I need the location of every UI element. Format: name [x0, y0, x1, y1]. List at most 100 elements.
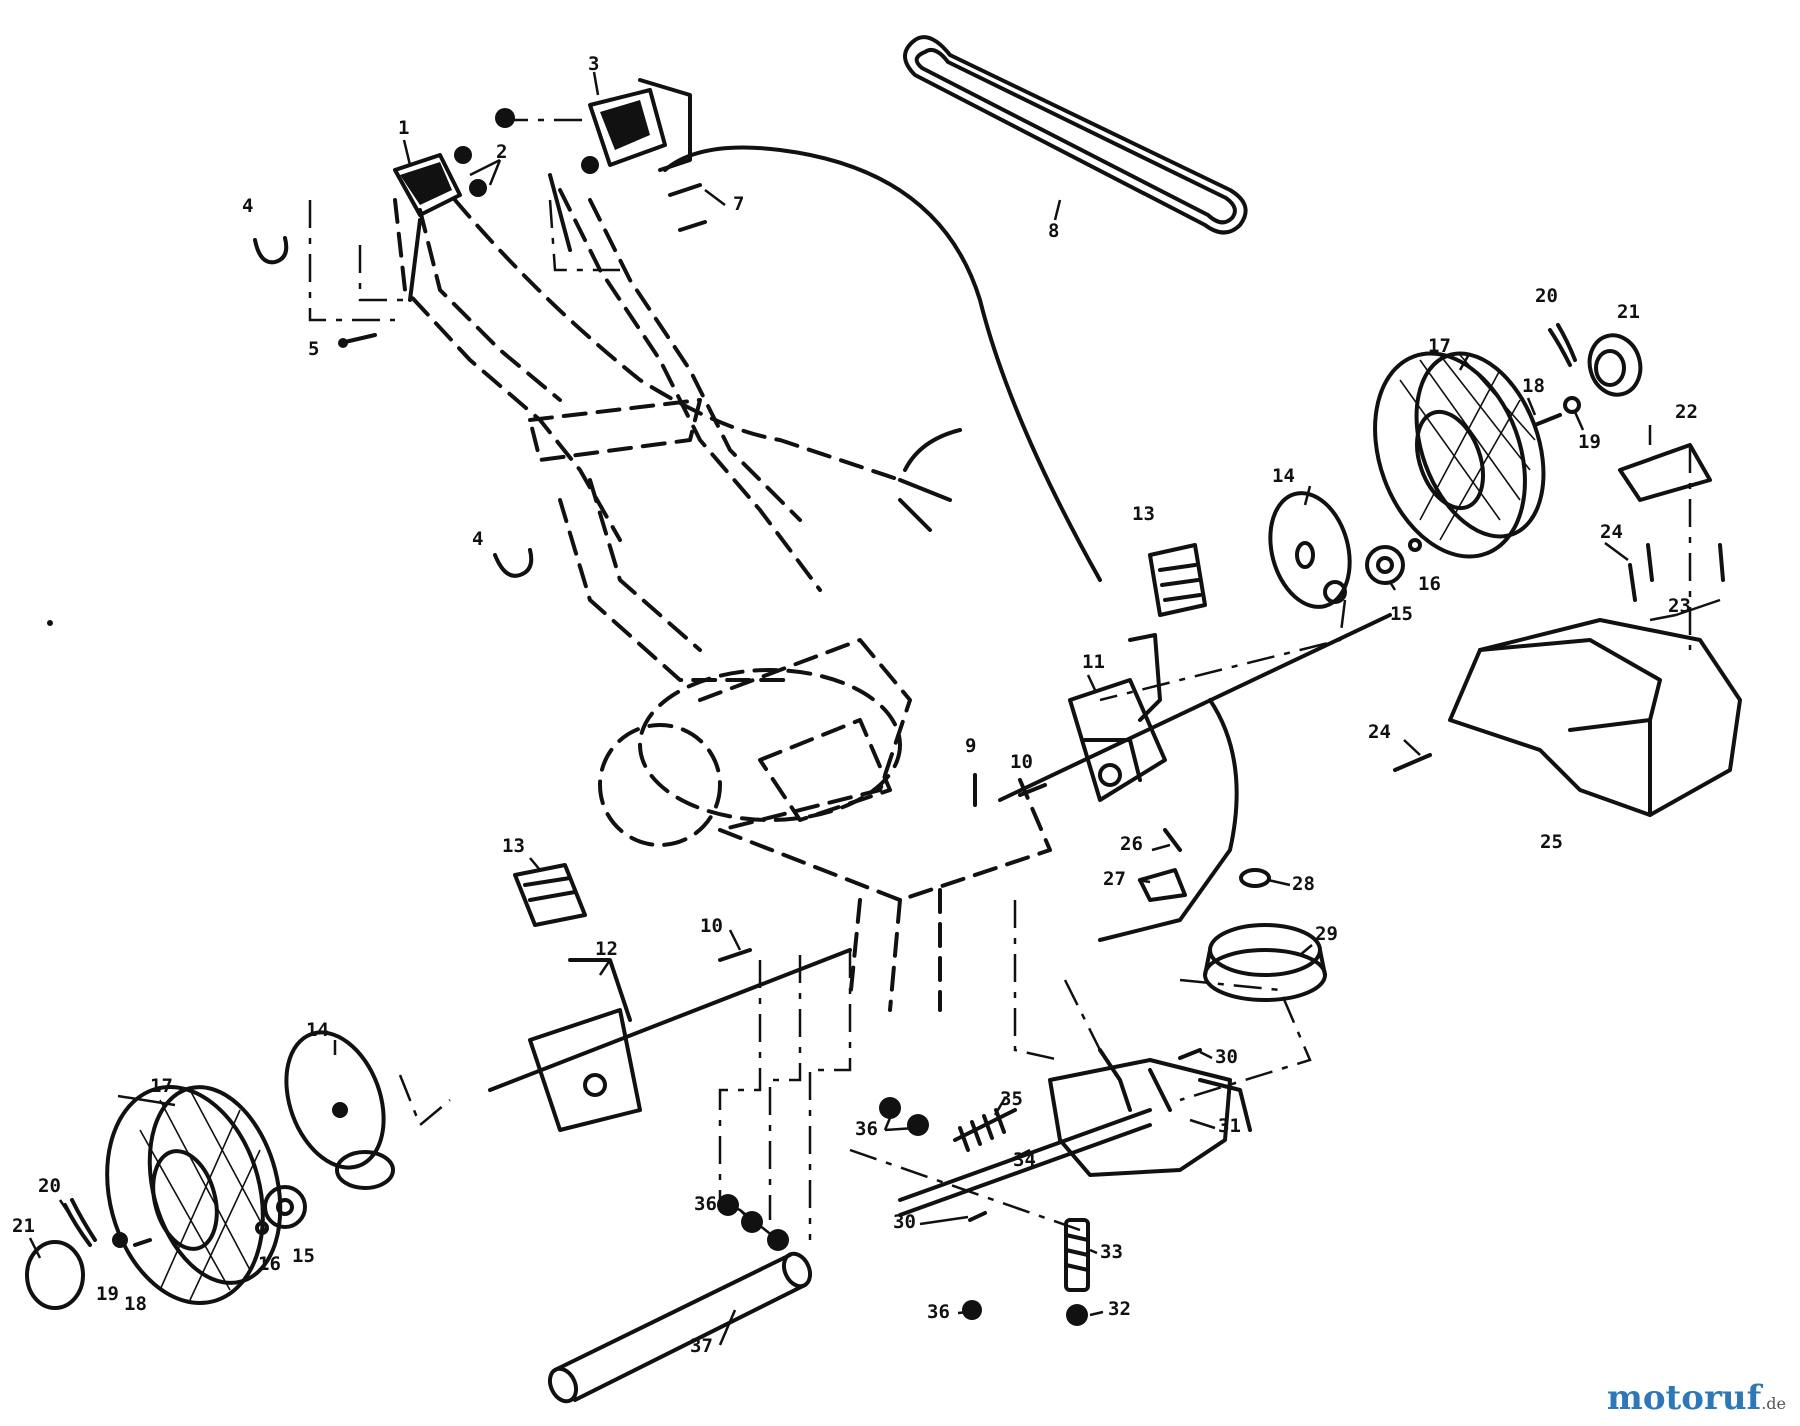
callout-3: 3 [588, 53, 599, 75]
wheel-left [105, 1084, 283, 1306]
callout-19b: 19 [96, 1283, 119, 1305]
callout-1: 1 [398, 117, 409, 139]
callout-7: 7 [733, 193, 744, 215]
stray-dot [47, 620, 53, 626]
washer-28 [1239, 868, 1271, 888]
front-axle [998, 613, 1392, 802]
pulley-29 [1203, 923, 1327, 1002]
callout-4a: 4 [242, 195, 253, 217]
callout-numbers: 1 2 3 4 4 5 7 8 9 10 10 11 12 13 13 14 1… [12, 53, 1698, 1357]
rear-axle [488, 948, 852, 1092]
callout-36a: 36 [855, 1118, 878, 1140]
callout-25: 25 [1540, 831, 1563, 853]
u-clip-lower [493, 548, 534, 578]
clip-20-right [1548, 323, 1577, 367]
callout-18b: 18 [124, 1293, 147, 1315]
height-adjuster-left [528, 958, 642, 1132]
adjuster-handle-left [513, 863, 587, 927]
screws-23-24 [1393, 543, 1725, 772]
callout-17a: 17 [1428, 335, 1451, 357]
engine-deck-outline [598, 638, 1052, 1012]
tube-37 [547, 1251, 813, 1404]
nut-32 [1066, 1304, 1088, 1326]
pinion-gear-left [263, 1185, 307, 1229]
gear-cover-right [1268, 491, 1352, 609]
callout-22: 22 [1675, 401, 1698, 423]
callout-30b: 30 [893, 1211, 916, 1233]
spring-33 [1064, 1218, 1090, 1292]
adjuster-handle-right [1148, 543, 1207, 617]
handle-springs [408, 173, 572, 302]
callout-13b: 13 [502, 835, 525, 857]
bracket-27 [1138, 868, 1187, 902]
clip-20-left [63, 1198, 97, 1247]
callout-26: 26 [1120, 833, 1143, 855]
callout-15b: 15 [292, 1245, 315, 1267]
callout-20b: 20 [38, 1175, 61, 1197]
knobs [454, 108, 599, 197]
callout-14b: 14 [306, 1019, 329, 1041]
callout-19a: 19 [1578, 431, 1601, 453]
rear-guard-25 [1448, 618, 1742, 817]
nuts-36 [717, 1097, 982, 1320]
callout-10a: 10 [1010, 751, 1033, 773]
washer-16-left [255, 1221, 269, 1235]
callout-13a: 13 [1132, 503, 1155, 525]
drive-cable [1098, 698, 1239, 942]
washer-19-left [112, 1232, 128, 1248]
callout-15a: 15 [1390, 603, 1413, 625]
control-housing-3 [588, 78, 692, 172]
callout-16a: 16 [1418, 573, 1441, 595]
bolts-5-7 [338, 183, 707, 348]
hub-cap-left [25, 1240, 85, 1310]
watermark-logo: motoruf.de [1607, 1378, 1786, 1418]
callout-21a: 21 [1617, 301, 1640, 323]
callout-8: 8 [1048, 220, 1059, 242]
watermark-text: motoruf [1606, 1378, 1762, 1418]
washer-19-right [1563, 396, 1581, 414]
watermark-suffix: .de [1761, 1394, 1786, 1413]
drive-belt [903, 35, 1248, 235]
callout-30a: 30 [1215, 1046, 1238, 1068]
label-22 [1618, 443, 1712, 502]
callout-14a: 14 [1272, 465, 1295, 487]
pinion-gear-right [1365, 545, 1405, 585]
gear-cover-left [284, 1030, 395, 1190]
callout-12: 12 [595, 938, 618, 960]
hub-cap-right [1587, 333, 1643, 397]
handle-assembly [393, 188, 822, 682]
callout-32: 32 [1108, 1298, 1131, 1320]
callout-11: 11 [1082, 651, 1105, 673]
throttle-cable [453, 198, 902, 482]
pin-30-a [1178, 1048, 1202, 1060]
callout-5: 5 [308, 338, 319, 360]
callout-36b: 36 [694, 1193, 717, 1215]
washer-16-right [1408, 538, 1422, 552]
bolt-26 [1163, 828, 1182, 852]
callout-2: 2 [496, 141, 507, 163]
callout-leaders [28, 71, 1721, 1346]
callout-27: 27 [1103, 868, 1126, 890]
assembly-leaders [308, 118, 1692, 1240]
bolts-9-10 [718, 773, 1047, 962]
callout-33: 33 [1100, 1241, 1123, 1263]
callout-36c: 36 [927, 1301, 950, 1323]
pin-30-b [968, 1211, 987, 1222]
callout-35: 35 [1000, 1088, 1023, 1110]
callout-28: 28 [1292, 873, 1315, 895]
drive-shaft-2 [898, 1123, 1152, 1217]
transmission-31 [1048, 1048, 1252, 1177]
callout-24b: 24 [1368, 721, 1391, 743]
spring-35 [953, 1108, 1017, 1152]
callout-37: 37 [690, 1335, 713, 1357]
drive-shaft [898, 1108, 1152, 1202]
callout-24a: 24 [1600, 521, 1623, 543]
bolt-18-left [133, 1238, 152, 1247]
callout-31: 31 [1218, 1115, 1241, 1137]
callout-21b: 21 [12, 1215, 35, 1237]
callout-10b: 10 [700, 915, 723, 937]
bolt-18-right [1533, 413, 1562, 427]
cable-ends [898, 428, 962, 532]
control-cable [663, 145, 1102, 582]
